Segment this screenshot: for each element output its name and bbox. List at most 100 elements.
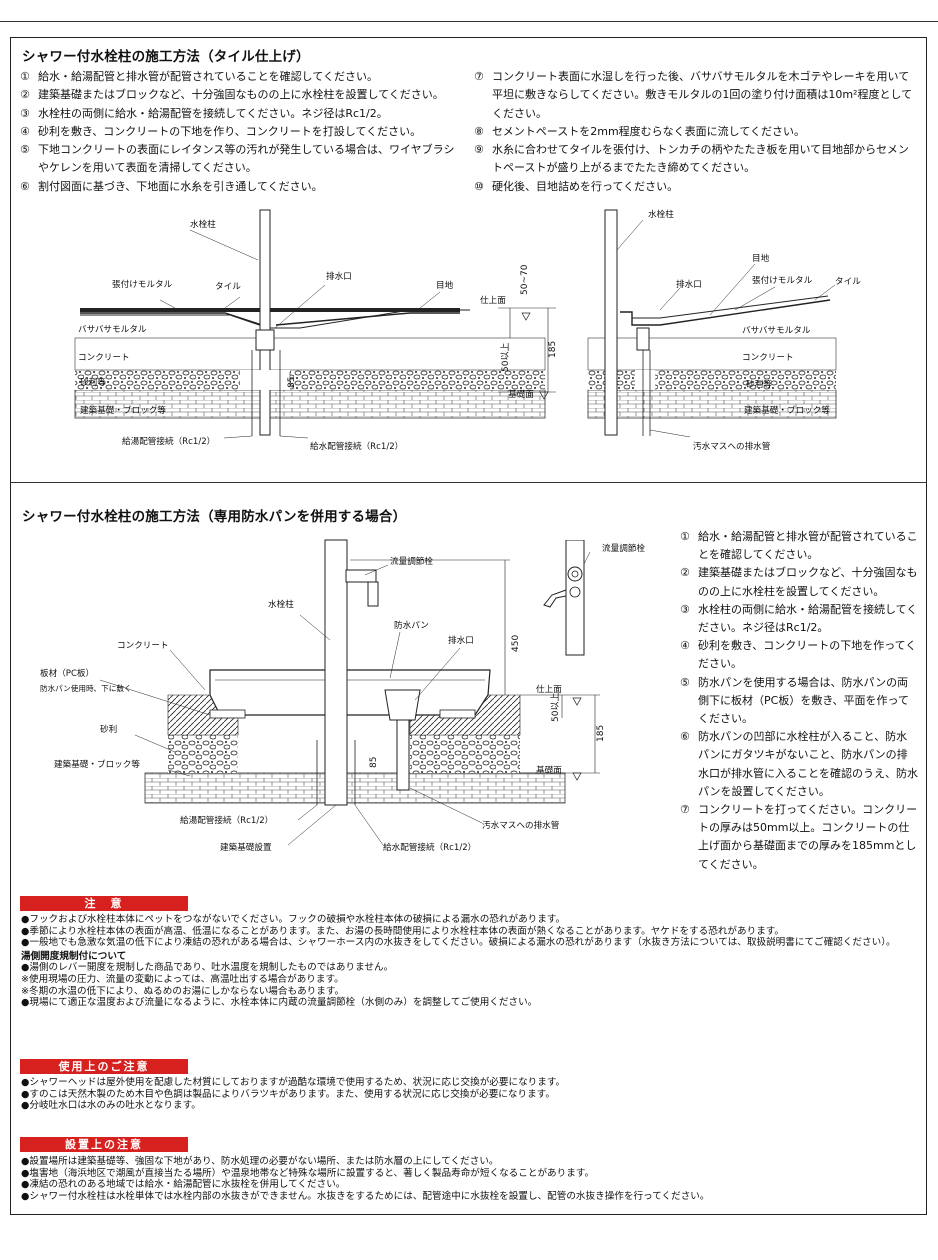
label-shiage: 仕上面 xyxy=(480,294,506,306)
label-kyusui: 給水配管接続（Rc1/2） xyxy=(383,841,476,853)
install-caution-list: ●設置場所は建築基礎等、強固な下地があり、防水処理の必要がない場所、または防水層… xyxy=(21,1156,921,1202)
tile-surface xyxy=(620,299,831,326)
usage-caution-list: ●シャワーヘッドは屋外使用を配慮した材質にしておりますが過酷な環境で使用するため… xyxy=(21,1077,921,1112)
label-haisui: 排水口 xyxy=(676,278,702,290)
label-kyuto: 給湯配管接続（Rc1/2） xyxy=(180,814,273,826)
yugawa-heading: 湯側開度規制付について xyxy=(21,950,127,962)
usage-item: ●分岐吐水口は水のみの吐水となります。 xyxy=(21,1100,201,1112)
label-kyuto: 給湯配管接続（Rc1/2） xyxy=(122,435,215,447)
usage-item: ●すのこは天然木製のため木目や色調は製品によりバラツキがあります。また、使用する… xyxy=(21,1088,555,1100)
dim-450: 450 xyxy=(511,635,521,652)
waterproof-pan xyxy=(209,669,491,716)
dim-185: 185 xyxy=(548,341,558,358)
section1-diagrams: 水栓柱 張付けモルタル タイル 排水口 目地 バサバサモルタル コンクリート 砂… xyxy=(74,208,861,452)
usage-caution-header: 使用上のご注意 xyxy=(20,1059,188,1074)
label-basabasa: バサバサモルタル xyxy=(742,325,811,336)
label-meji: 目地 xyxy=(752,252,770,264)
label-concrete: コンクリート xyxy=(117,640,169,651)
top-rule xyxy=(0,21,938,22)
faucet-pillar xyxy=(259,209,271,436)
section1-title: シャワー付水栓柱の施工方法（タイル仕上げ） xyxy=(22,49,310,65)
yugawa-item: ※使用現場の圧力、流量の変動によっては、高温吐出する場合があります。 xyxy=(21,973,344,985)
label-jari: 砂利等 xyxy=(746,378,772,390)
label-haisui: 排水口 xyxy=(326,270,352,282)
label-itazai-note: 防水パン使用時、下に敷く xyxy=(40,683,132,693)
caution-item: ●季節により水栓柱本体の表面が高温、低温になることがあります。また、お湯の長時間… xyxy=(21,925,785,937)
label-osui: 汚水マスへの排水管 xyxy=(693,440,771,452)
label-kiso: 建築基礎・ブロック等 xyxy=(54,758,140,770)
dim-185: 185 xyxy=(596,725,606,742)
label-bousuipan: 防水パン xyxy=(394,619,429,631)
gravel-layer xyxy=(75,370,545,390)
faucet-pillar xyxy=(604,209,618,436)
drain-pipe xyxy=(636,327,650,351)
label-suisen: 水栓柱 xyxy=(268,598,294,610)
install-item: ●凍結の恐れのある地域では給水・給湯配管に水抜栓を併用してください。 xyxy=(21,1179,346,1191)
faucet-pillar xyxy=(565,540,585,656)
drain-pipe xyxy=(396,719,410,791)
yugawa-item: ●現場にて適正な温度および流量になるように、水栓本体に内蔵の流量調節栓（水側のみ… xyxy=(21,997,538,1009)
label-kiso: 建築基礎・ブロック等 xyxy=(744,404,830,416)
install-caution-header: 設置上の注意 xyxy=(20,1137,188,1152)
gravel-right xyxy=(410,735,520,773)
flow-valve xyxy=(345,569,377,583)
section-divider xyxy=(10,482,927,483)
caution-list: ●フックおよび水栓柱本体にペットをつながないでください。フックの破損や水栓柱本体… xyxy=(21,914,921,1009)
label-suisen: 水栓柱 xyxy=(190,218,216,230)
label-shiage: 仕上面 xyxy=(536,683,562,695)
faucet-pillar xyxy=(324,539,348,806)
dim-50: 50以上 xyxy=(500,343,511,372)
label-haisui: 排水口 xyxy=(448,634,474,646)
install-item: ●設置場所は建築基礎等、強固な下地があり、防水処理の必要がない場所、または防水層… xyxy=(21,1156,499,1167)
right-diagram: 水栓柱 目地 排水口 張付けモルタル タイル バサバサモルタル コンクリート 砂… xyxy=(587,208,861,452)
label-ryuryo-right: 流量調節栓 xyxy=(602,542,645,554)
section2-title: シャワー付水栓柱の施工方法（専用防水パンを併用する場合） xyxy=(22,509,407,525)
drain-outlet xyxy=(384,689,421,721)
label-suisen: 水栓柱 xyxy=(648,208,674,220)
pc-board xyxy=(209,709,246,719)
caution-item: ●一般地でも急激な気温の低下により凍結の恐れがある場合は、シャワーホース内の水抜… xyxy=(21,937,896,949)
label-concrete: コンクリート xyxy=(742,352,794,363)
gravel-left xyxy=(168,735,238,773)
yugawa-item: ●湯側のレバー開度を規制した商品であり、吐水温度を規制したものではありません。 xyxy=(21,962,394,974)
yugawa-item: ※冬期の水温の低下により、ぬるめのお湯にしかならない場合もあります。 xyxy=(21,985,345,997)
label-concrete: コンクリート xyxy=(78,352,130,363)
label-itazai: 板材（PC板） xyxy=(40,667,94,679)
concrete-layer xyxy=(74,337,546,371)
label-meji: 目地 xyxy=(436,279,454,291)
label-tile: タイル xyxy=(215,281,241,292)
label-jari: 砂利 xyxy=(100,723,117,735)
install-item: ●塩害地（海浜地区で潮風が直接当たる場所）や温泉地帯など特殊な場所に設置すると、… xyxy=(21,1167,595,1179)
valve-side-view: 流量調節栓 xyxy=(543,540,645,656)
label-basabasa: バサバサモルタル xyxy=(78,324,147,335)
gravel-layer xyxy=(588,370,836,390)
label-osui: 汚水マスへの排水管 xyxy=(482,819,560,831)
caution-item: ●フックおよび水栓柱本体にペットをつながないでください。フックの破損や水栓柱本体… xyxy=(21,914,566,925)
left-diagram: 水栓柱 張付けモルタル タイル 排水口 目地 バサバサモルタル コンクリート 砂… xyxy=(74,209,558,452)
label-kisosetchi: 建築基礎設置 xyxy=(220,841,272,853)
document-frame xyxy=(10,37,927,1215)
dim-85: 85 xyxy=(287,377,297,388)
dim-50-70: 50~70 xyxy=(520,264,530,295)
caution-header: 注 意 xyxy=(20,896,188,911)
spout xyxy=(543,589,567,608)
dim-50: 50以上 xyxy=(550,693,561,722)
